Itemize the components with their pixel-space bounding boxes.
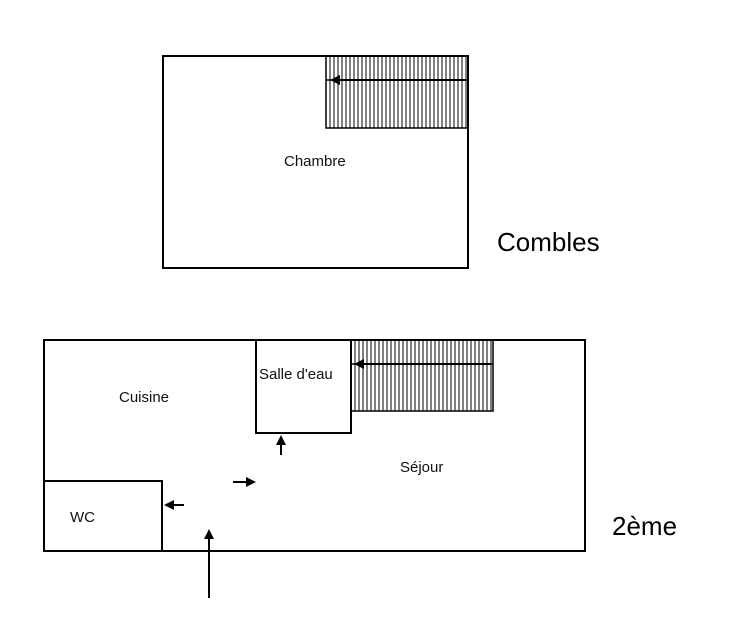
attic-floor-label: Combles xyxy=(497,227,600,257)
second-floor-stairs-icon xyxy=(350,339,494,412)
living-room-label: Séjour xyxy=(400,459,443,476)
shower-room-label: Salle d'eau xyxy=(259,366,333,383)
second-floor: Cuisine Salle d'eau Séjour WC 2ème xyxy=(43,339,677,598)
bedroom-label: Chambre xyxy=(284,153,346,170)
second-floor-label: 2ème xyxy=(612,511,677,541)
shower-room-walls xyxy=(255,339,352,434)
wc-label: WC xyxy=(70,509,95,526)
kitchen-label: Cuisine xyxy=(119,389,169,406)
attic-floor: Chambre Combles xyxy=(162,55,600,269)
attic-outline xyxy=(162,55,469,269)
wc-walls xyxy=(43,480,163,552)
attic-stairs-icon xyxy=(325,55,469,129)
